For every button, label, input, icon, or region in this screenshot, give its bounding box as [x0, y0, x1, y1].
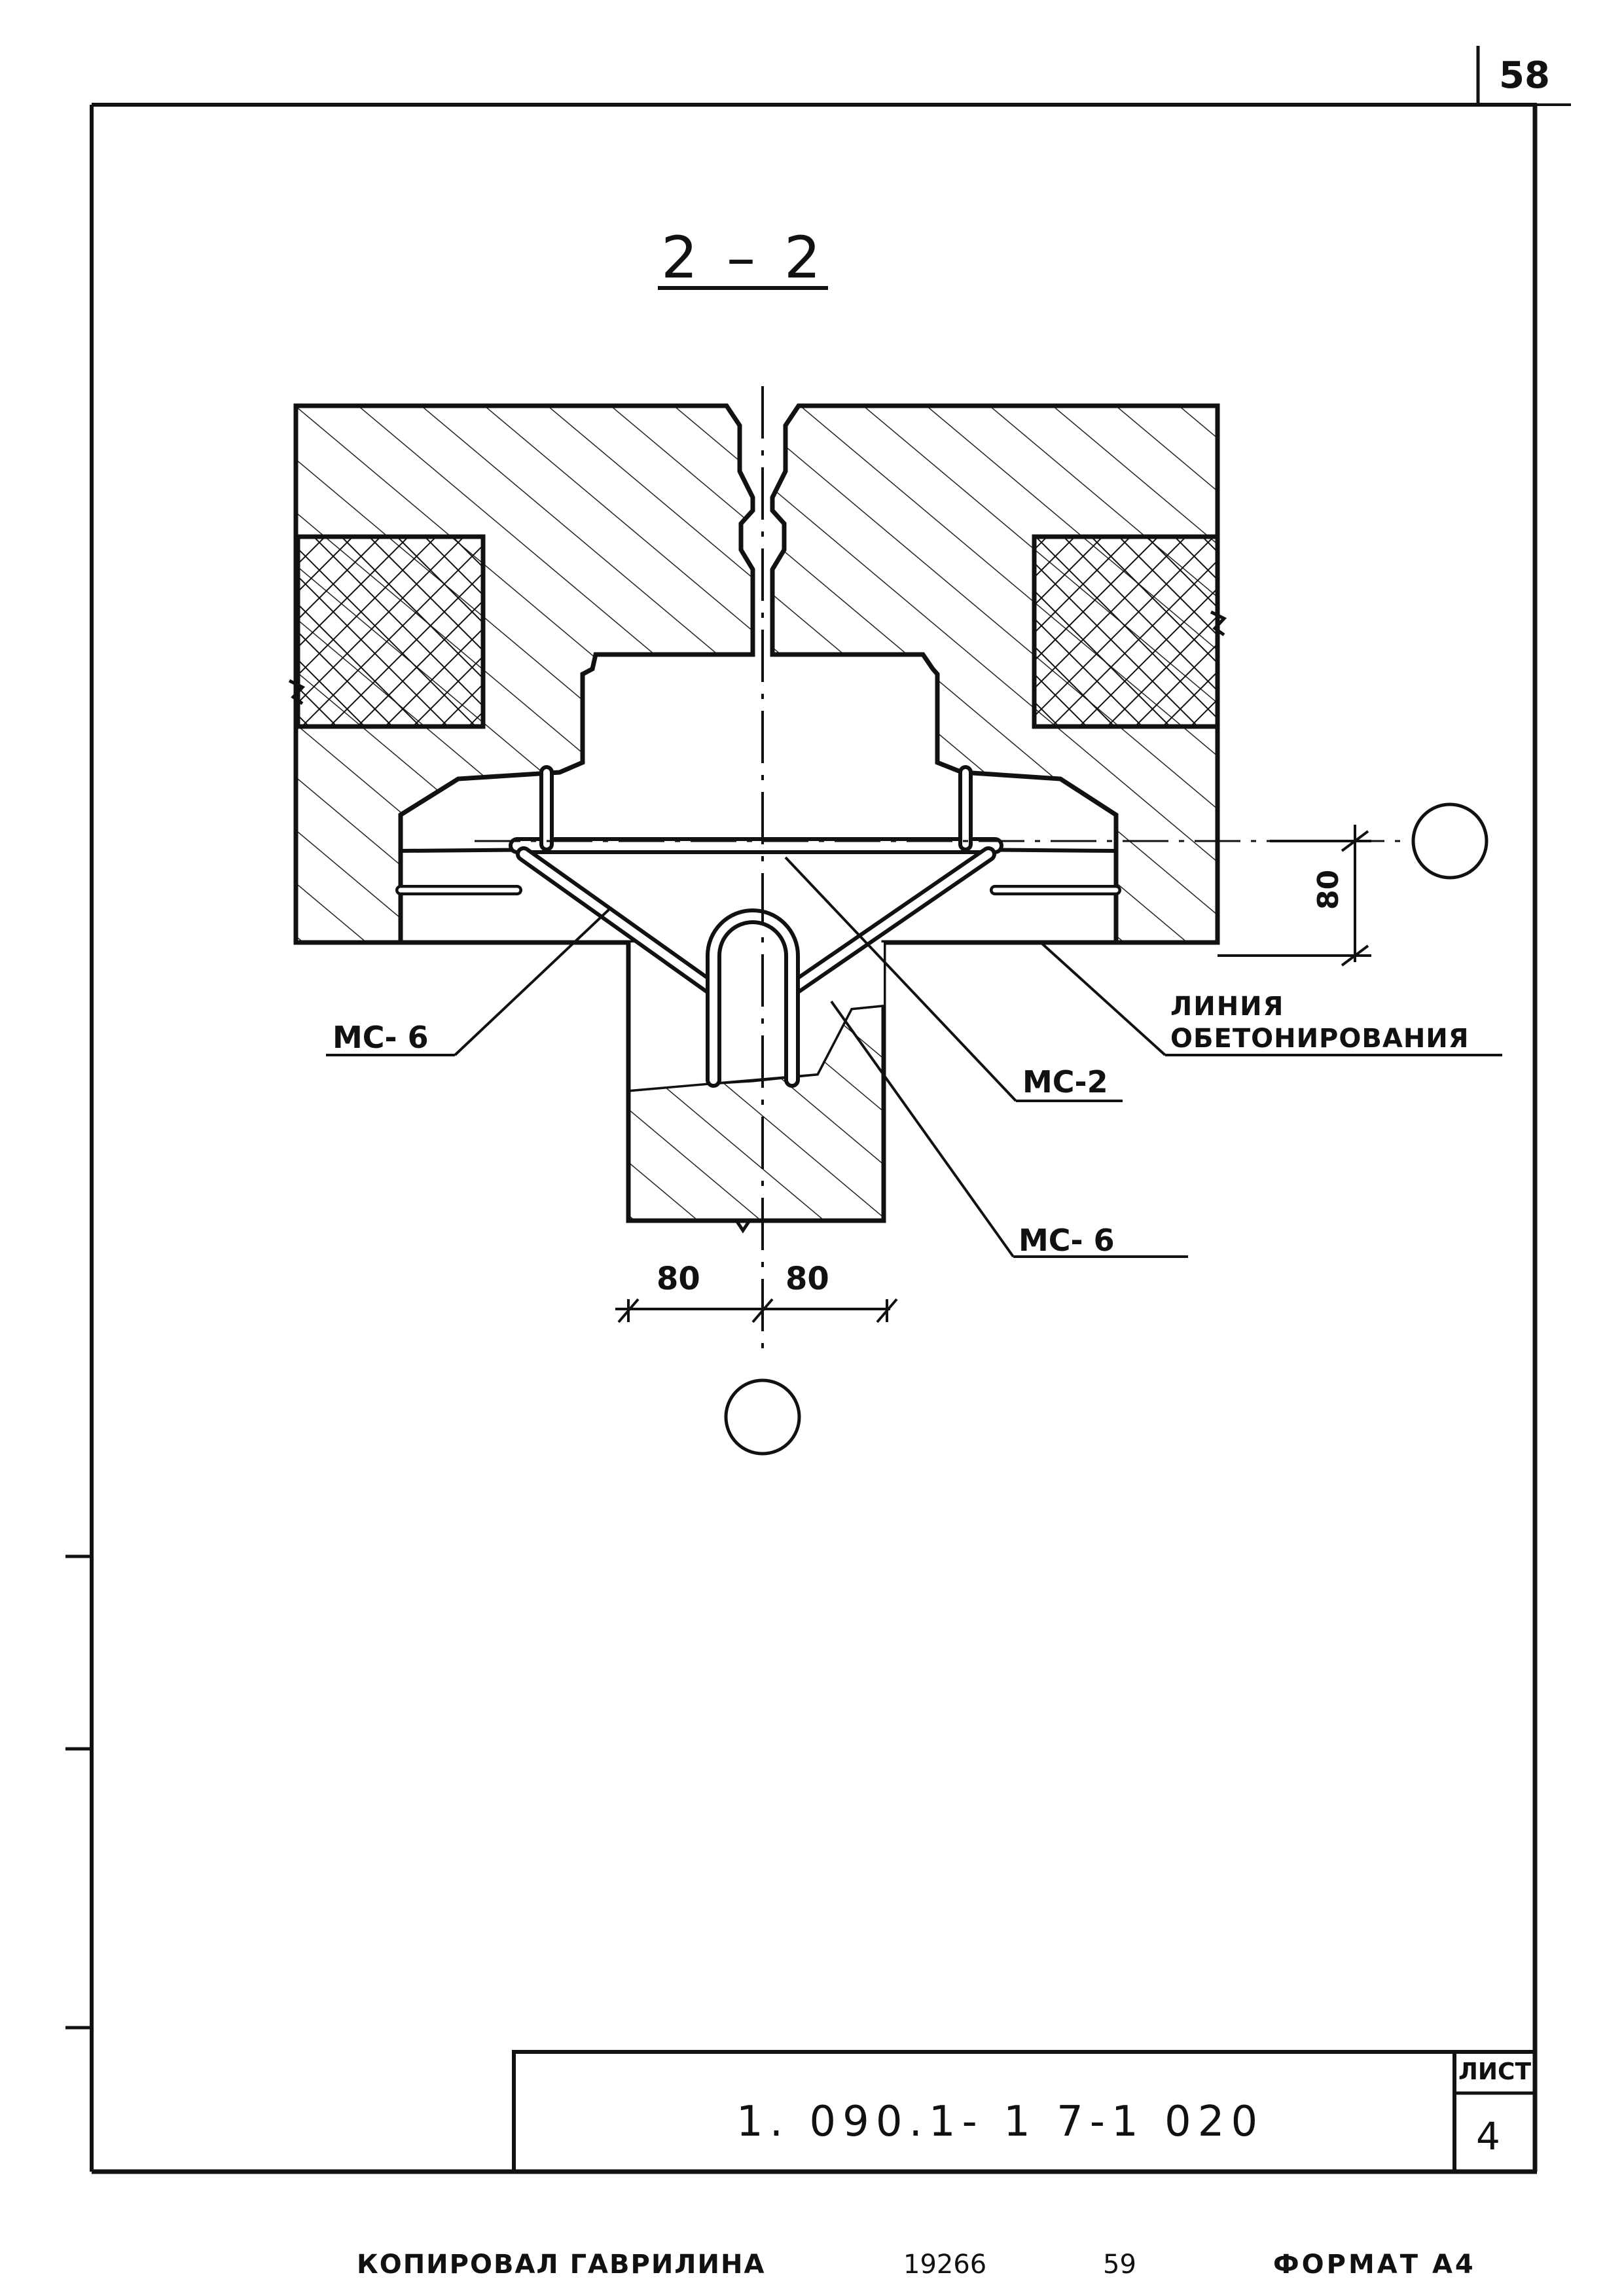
dimension-vertical: 80: [1312, 869, 1345, 910]
dimension-left: 80: [657, 1261, 700, 1297]
sheet-number: 4: [1476, 2114, 1500, 2159]
reinforcement: [395, 765, 1121, 1088]
dimension-lines: [615, 825, 1371, 1323]
insulation-right: [1032, 534, 1220, 729]
section-title: 2 – 2: [661, 224, 826, 291]
leader-lines: [326, 856, 1502, 1258]
insulation-left: [295, 534, 486, 729]
footer-number-2: 59: [1103, 2250, 1136, 2280]
label-mc6-left: МС- 6: [333, 1020, 429, 1055]
break-marks: [288, 610, 1227, 1234]
title-block: [512, 2050, 1537, 2174]
copied-by: КОПИРОВАЛ ГАВРИЛИНА: [357, 2250, 766, 2280]
label-mc6-right: МС- 6: [1019, 1223, 1115, 1258]
axis-bubble-bottom: [724, 1378, 801, 1456]
dimension-right: 80: [785, 1261, 829, 1297]
axis-bubble-right: [1411, 802, 1489, 880]
sheet-number-top: 58: [1499, 54, 1550, 97]
label-concrete-line-1: ЛИНИЯ: [1170, 992, 1285, 1022]
sheet-label: ЛИСТ: [1458, 2058, 1532, 2085]
format-label: ФОРМАТ А4: [1273, 2250, 1476, 2280]
label-mc2: МС-2: [1022, 1064, 1108, 1100]
footer-number-1: 19266: [903, 2250, 987, 2280]
drawing-code: 1. 090.1- 1 7-1 020: [736, 2098, 1265, 2146]
label-concrete-line-2: ОБЕТОНИРОВАНИЯ: [1170, 1024, 1470, 1054]
